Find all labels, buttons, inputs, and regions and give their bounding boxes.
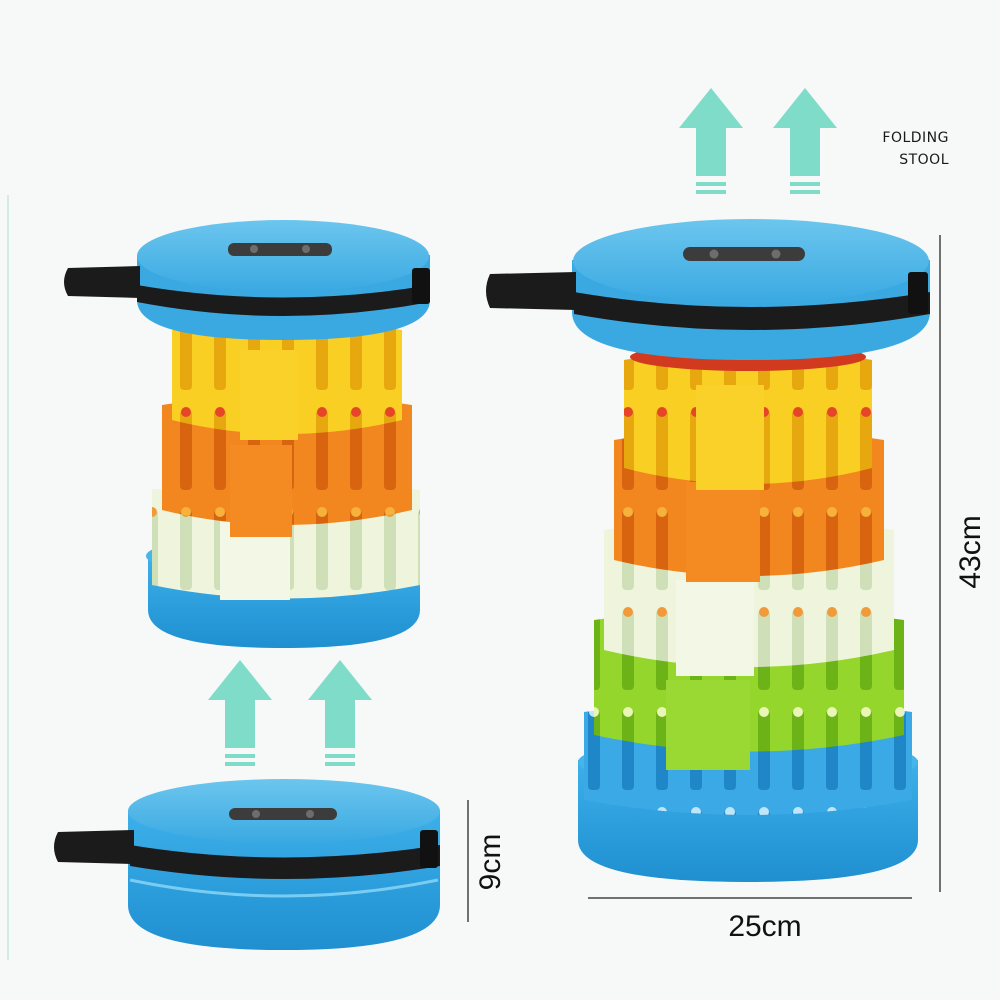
strap-handle: [54, 830, 440, 879]
stool-folded: [54, 779, 440, 950]
stool-fully-expanded: [486, 219, 930, 882]
up-arrow-icon: [679, 88, 743, 194]
up-arrow-icon: [208, 660, 272, 766]
up-arrow-icon: [773, 88, 837, 194]
expanded-height-dimension: 43cm: [939, 235, 987, 892]
expanded-height-label: 43cm: [954, 515, 987, 588]
diameter-label: 25cm: [728, 910, 801, 943]
diameter-dimension: 25cm: [588, 897, 912, 943]
caption-line-2: STOOL: [899, 152, 949, 168]
up-arrow-icon: [308, 660, 372, 766]
strap-handle: [64, 266, 430, 316]
caption-line-1: FOLDING: [882, 130, 949, 146]
strap-handle: [486, 272, 930, 330]
folded-height-dimension: 9cm: [467, 800, 507, 922]
folded-height-label: 9cm: [474, 834, 507, 891]
stool-partially-expanded: [64, 220, 430, 648]
